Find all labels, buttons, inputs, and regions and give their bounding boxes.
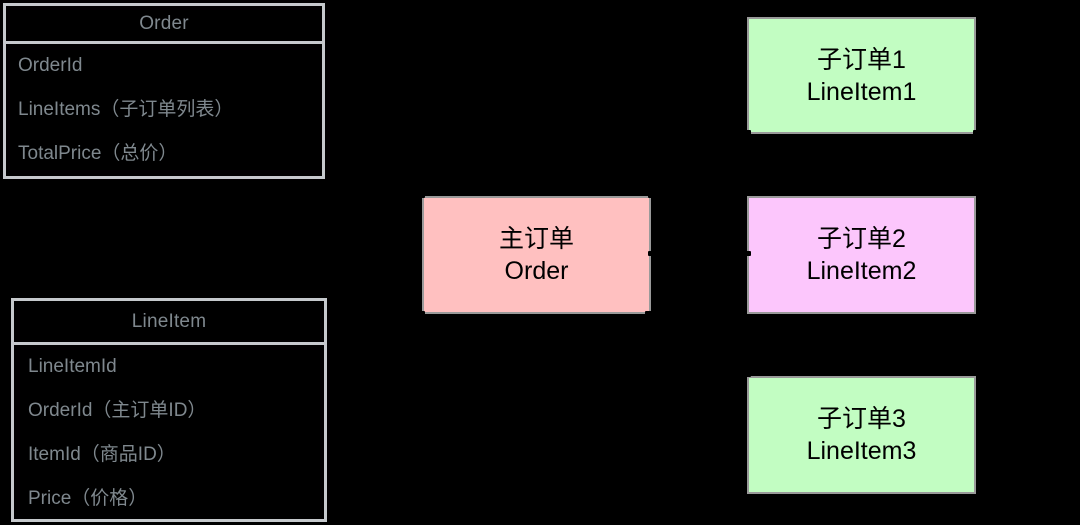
anchor-main-order-top-right[interactable] [648, 193, 655, 198]
entity-table-order[interactable]: Order OrderId LineItems（子订单列表） TotalPric… [3, 3, 325, 179]
entity-order-title: Order [6, 6, 322, 44]
entity-lineitem-field-itemid: ItemId（商品ID） [28, 444, 176, 465]
anchor-sub-order-2-left-middle[interactable] [744, 251, 751, 256]
entity-table-lineitem[interactable]: LineItem LineItemId OrderId（主订单ID） ItemI… [11, 298, 327, 522]
anchor-main-order-right-middle[interactable] [648, 251, 655, 256]
anchor-main-order-bottom-right[interactable] [645, 311, 652, 316]
anchor-main-order-bottom-left[interactable] [418, 311, 425, 316]
node-sub-order-1-label-cn: 子订单1 [817, 45, 906, 74]
entity-lineitem-field-lineitemid: LineItemId [28, 356, 117, 377]
node-main-order-label-en: Order [504, 257, 569, 285]
entity-lineitem-field-orderid: OrderId（主订单ID） [28, 400, 207, 421]
node-sub-order-1[interactable]: 子订单1 LineItem1 [747, 17, 976, 134]
entity-lineitem-field-price: Price（价格） [28, 488, 148, 509]
node-main-order[interactable]: 主订单 Order [422, 196, 651, 314]
entity-order-field-lineitems: LineItems（子订单列表） [18, 99, 234, 120]
node-sub-order-3-label-cn: 子订单3 [817, 405, 906, 433]
node-sub-order-2-label-cn: 子订单2 [817, 225, 906, 253]
entity-order-body: OrderId LineItems（子订单列表） TotalPrice（总价） [6, 44, 322, 176]
node-sub-order-1-label-en: LineItem1 [806, 77, 917, 106]
anchor-main-order-top-left[interactable] [418, 193, 425, 198]
entity-lineitem-body: LineItemId OrderId（主订单ID） ItemId（商品ID） P… [14, 345, 324, 521]
node-sub-order-2[interactable]: 子订单2 LineItem2 [747, 196, 976, 314]
anchor-sub-order-3-top-left[interactable] [744, 372, 751, 377]
node-sub-order-2-label-en: LineItem2 [806, 257, 917, 285]
node-main-order-label-cn: 主订单 [498, 225, 574, 253]
entity-order-field-orderid: OrderId [18, 55, 83, 76]
anchor-sub-order-1-bottom-left[interactable] [744, 130, 751, 135]
node-sub-order-3[interactable]: 子订单3 LineItem3 [747, 376, 976, 494]
entity-order-field-totalprice: TotalPrice（总价） [18, 143, 178, 164]
node-sub-order-3-label-en: LineItem3 [806, 437, 917, 465]
anchor-sub-order-1-bottom-right[interactable] [973, 130, 980, 135]
entity-lineitem-title: LineItem [14, 301, 324, 345]
